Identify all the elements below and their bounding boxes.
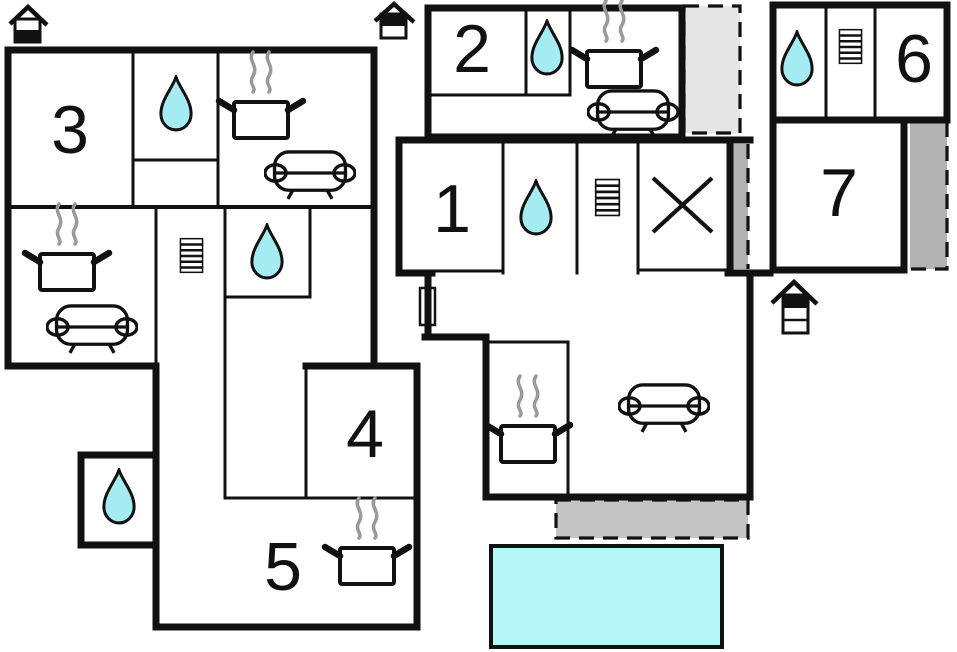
room-label-2: 2 [453, 11, 491, 87]
terrace-strip-right [910, 122, 947, 269]
stairs-icon [594, 178, 621, 217]
entrance-icon-right [770, 278, 819, 335]
room-label-1: 1 [433, 171, 471, 247]
entrance-icon-top-left [8, 3, 49, 44]
terrace-strip-middle [733, 144, 748, 269]
room-label-4: 4 [346, 396, 384, 472]
swimming-pool [489, 544, 724, 649]
room-label-3: 3 [51, 92, 89, 168]
room-label-5: 5 [264, 529, 302, 605]
door-marker [418, 286, 437, 327]
stairs-icon [179, 237, 204, 274]
cooking-pot-icon [486, 376, 570, 462]
cross-icon [651, 176, 714, 234]
entrance-icon-top-center [373, 0, 416, 40]
terrace-strip-right-border [910, 122, 949, 271]
terrace-bottom [556, 500, 748, 538]
sofa-icon [618, 383, 710, 433]
terrace-upper-middle [684, 6, 740, 133]
stairs-icon [838, 28, 863, 65]
water-drop-icon [780, 30, 814, 87]
water-drop-icon [519, 179, 553, 236]
right-building [769, 1, 951, 274]
lower-middle-building [395, 136, 774, 501]
room-label-6: 6 [895, 21, 933, 97]
room-label-7: 7 [820, 155, 858, 231]
